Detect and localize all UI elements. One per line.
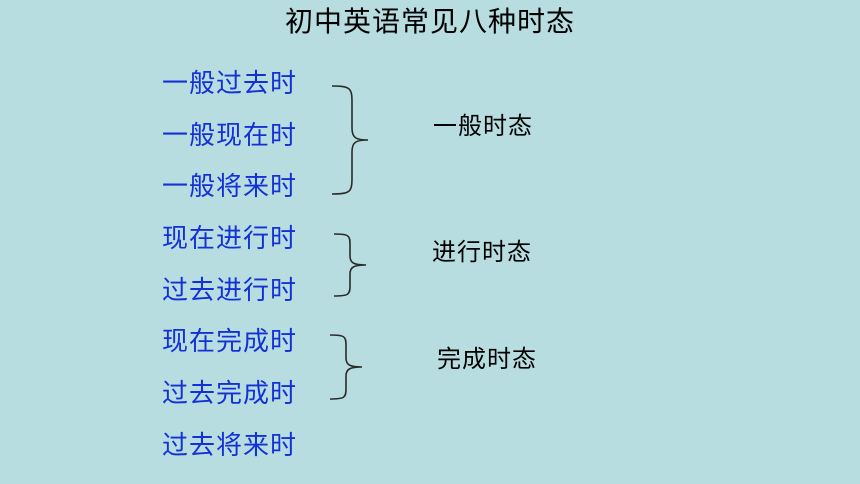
tense-item-simple-future: 一般将来时 [162,172,298,203]
tense-item-future-in-past: 过去将来时 [162,430,298,461]
group-label-perfect: 完成时态 [437,345,537,373]
page-title: 初中英语常见八种时态 [284,5,575,38]
brace-continuous-group [330,232,370,298]
tense-item-past-perfect: 过去完成时 [162,379,298,410]
tense-item-simple-present: 一般现在时 [162,120,298,151]
tense-item-present-perfect: 现在完成时 [162,327,298,358]
tense-list: 一般过去时 一般现在时 一般将来时 现在进行时 过去进行时 现在完成时 过去完成… [162,62,297,476]
brace-simple-group [328,84,372,196]
tense-item-simple-past: 一般过去时 [162,69,298,99]
brace-perfect-group [326,333,366,401]
group-label-continuous: 进行时态 [432,238,532,266]
group-label-simple: 一般时态 [433,112,533,140]
tense-item-past-continuous: 过去进行时 [162,275,298,306]
tense-item-present-continuous: 现在进行时 [162,224,298,255]
